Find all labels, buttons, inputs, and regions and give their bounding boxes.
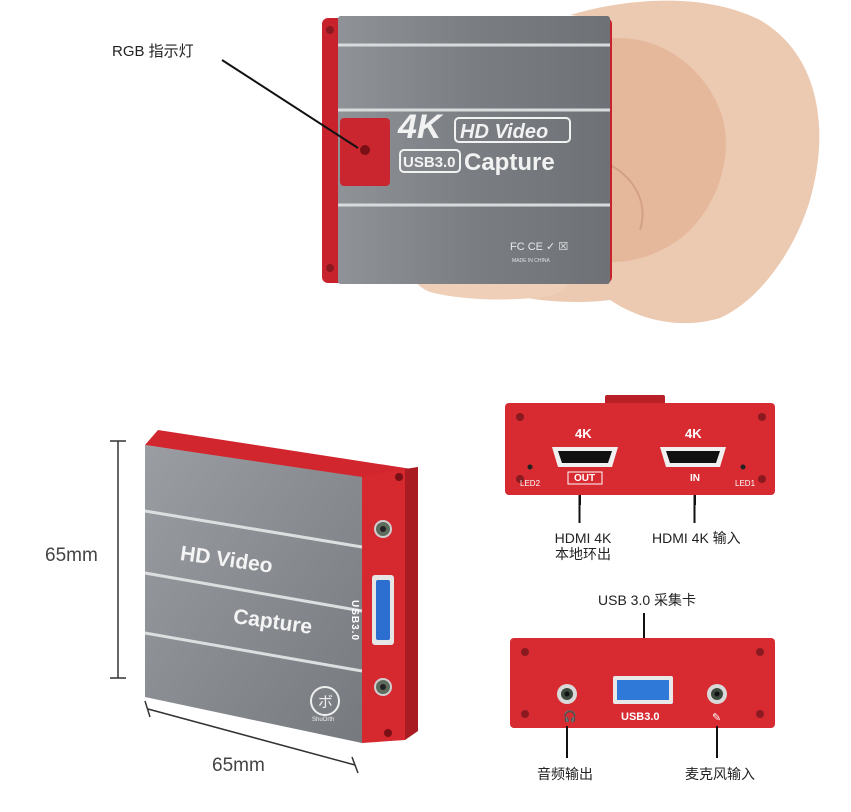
height-dimension-bracket bbox=[110, 440, 126, 679]
mic-icon: ✎ bbox=[712, 712, 721, 724]
usb3-port bbox=[613, 676, 673, 704]
width-dimension-label: 65mm bbox=[212, 755, 265, 776]
top-product-photo: 4K HD Video USB3.0 Capture FC CE ✓ ☒ MAD… bbox=[221, 0, 820, 324]
front-usb-label: USB3.0 bbox=[621, 711, 660, 723]
hdmi-in-caption: HDMI 4K 输入 bbox=[652, 530, 741, 546]
hdmi-out-pointer-ext bbox=[578, 495, 581, 523]
height-dimension-label: 65mm bbox=[45, 545, 98, 566]
side-logo-text: ShuOrth bbox=[312, 717, 335, 723]
back-panel-photo bbox=[505, 395, 775, 505]
hdmi-out-caption: HDMI 4K 本地环出 bbox=[554, 530, 612, 562]
device-usb-badge: USB3.0 bbox=[403, 154, 456, 171]
audio-out-caption: 音频输出 bbox=[537, 766, 593, 782]
front-panel-photo: 🎧 ✎ bbox=[510, 613, 775, 758]
svg-text:ボ: ボ bbox=[318, 694, 333, 711]
hdmi-out-port bbox=[552, 447, 618, 467]
hdmi-in-pointer-ext bbox=[693, 495, 696, 523]
rgb-pointer-line bbox=[221, 59, 359, 149]
made-in-label: MADE IN CHINA bbox=[512, 258, 550, 264]
hdmi-out-label: OUT bbox=[574, 473, 596, 484]
cert-marks: FC CE ✓ ☒ bbox=[510, 241, 568, 253]
capture-card-device bbox=[322, 16, 612, 284]
usb-card-caption: USB 3.0 采集卡 bbox=[598, 592, 697, 608]
back-4k-right: 4K bbox=[685, 426, 702, 441]
rgb-indicator-label: RGB 指示灯 bbox=[112, 43, 194, 60]
side-usb-vertical-label: USB3.0 bbox=[349, 600, 360, 642]
device-line2: Capture bbox=[464, 149, 555, 176]
side-view-photo: ボ bbox=[110, 430, 418, 774]
device-line1: HD Video bbox=[460, 121, 548, 143]
width-dimension-bracket bbox=[144, 700, 359, 774]
device-4k-badge: 4K bbox=[397, 108, 444, 146]
headphone-icon: 🎧 bbox=[563, 710, 577, 723]
mic-in-caption: 麦克风输入 bbox=[685, 766, 755, 782]
led2-label: LED2 bbox=[520, 479, 541, 488]
back-4k-left: 4K bbox=[575, 426, 592, 441]
hdmi-in-label: IN bbox=[690, 473, 700, 484]
hdmi-in-port bbox=[660, 447, 726, 467]
led1-label: LED1 bbox=[735, 479, 756, 488]
audio-out-jack bbox=[557, 684, 577, 704]
mic-in-jack bbox=[707, 684, 727, 704]
